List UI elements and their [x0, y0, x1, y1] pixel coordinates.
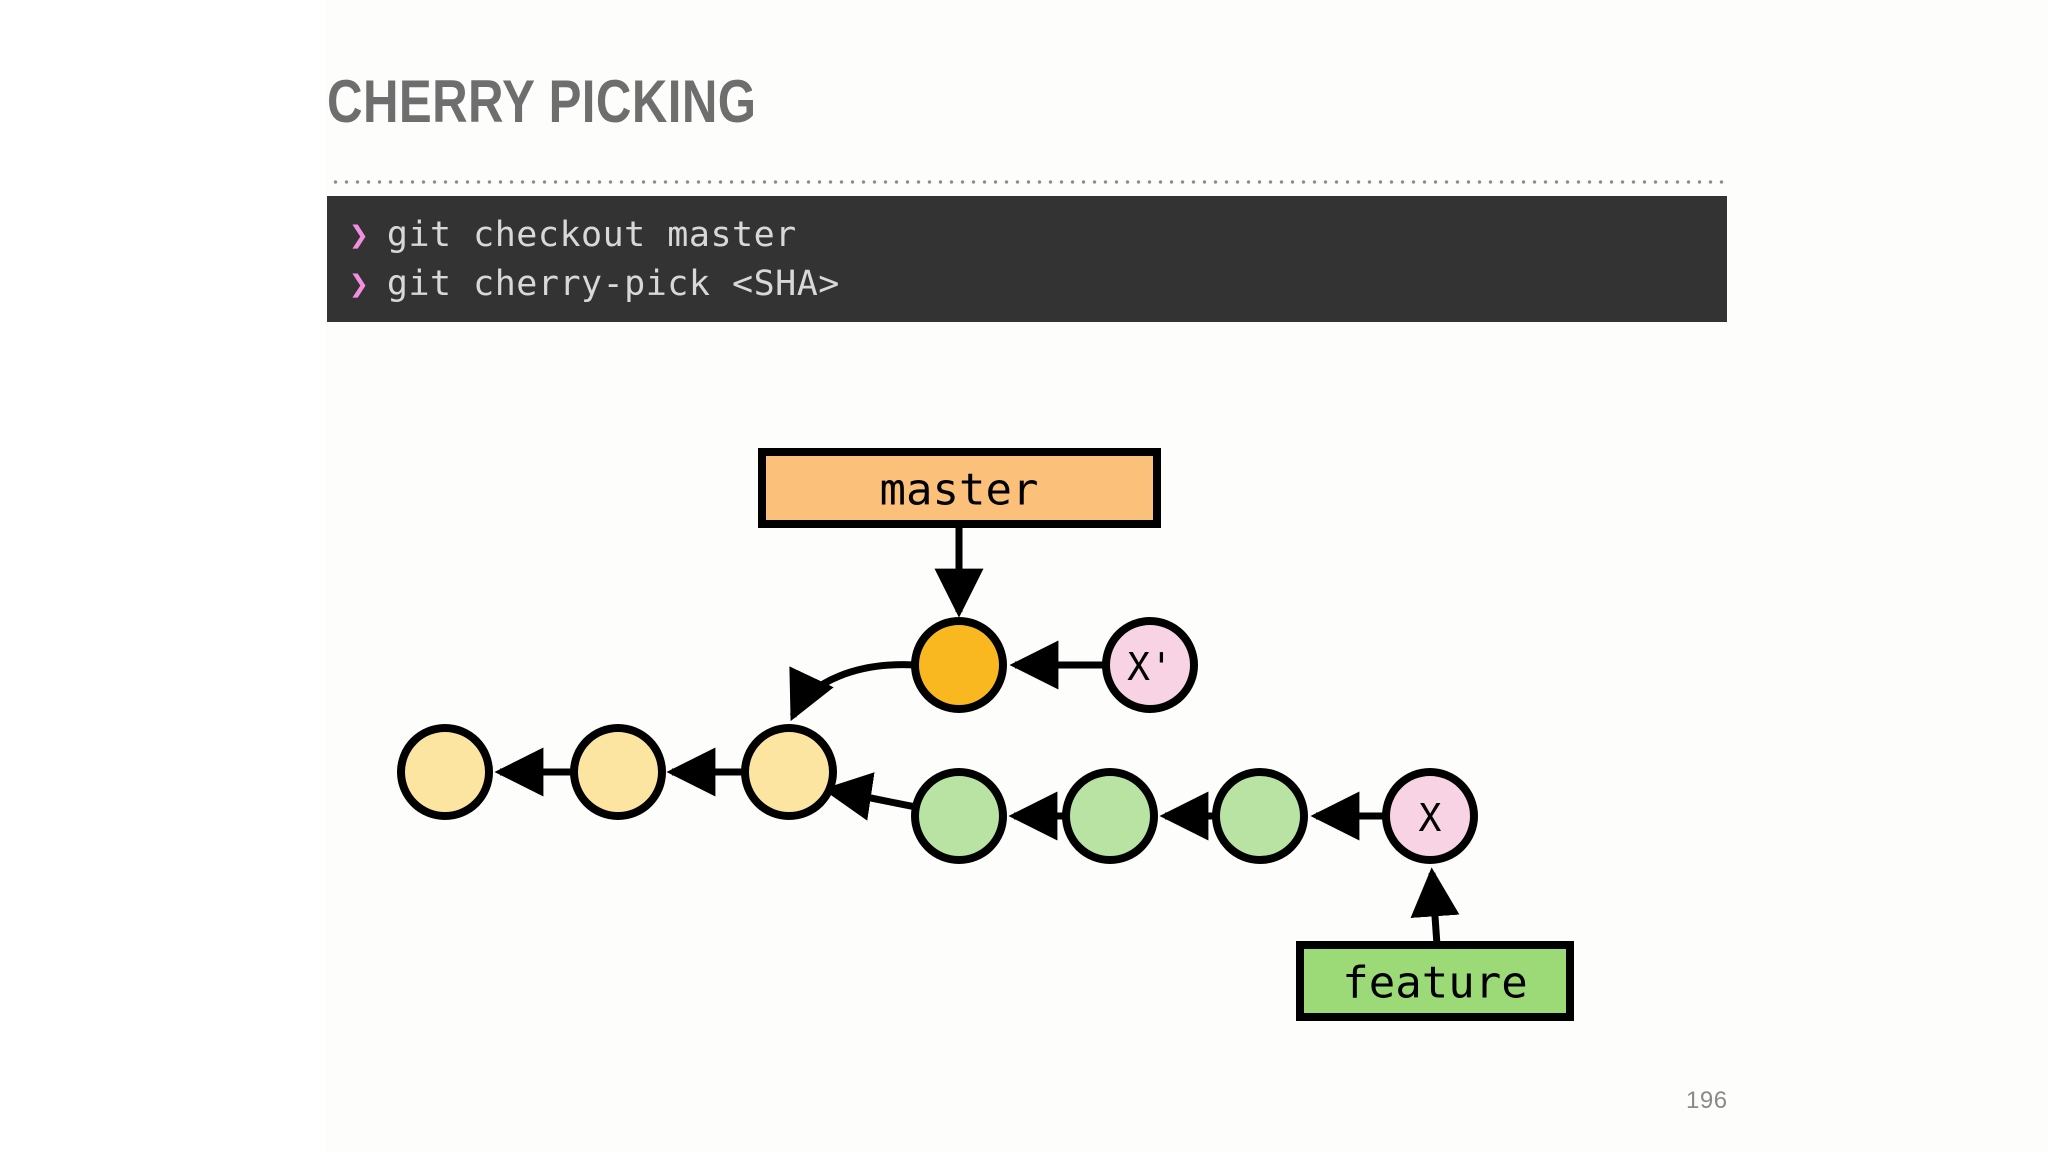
prompt-chevron-icon: ❯ [349, 264, 369, 303]
title-divider [330, 180, 1730, 184]
terminal-command-2: git cherry-pick <SHA> [386, 264, 840, 304]
prompt-chevron-icon: ❯ [349, 215, 369, 254]
content-background [325, 0, 2048, 1152]
terminal-line-2: ❯ git cherry-pick <SHA> [327, 259, 1727, 308]
terminal-code-block: ❯ git checkout master ❯ git cherry-pick … [327, 196, 1727, 322]
page-title: CHERRY PICKING [327, 68, 757, 135]
page-number: 196 [1686, 1087, 1728, 1114]
terminal-command-1: git checkout master [386, 215, 797, 255]
terminal-line-1: ❯ git checkout master [327, 210, 1727, 259]
